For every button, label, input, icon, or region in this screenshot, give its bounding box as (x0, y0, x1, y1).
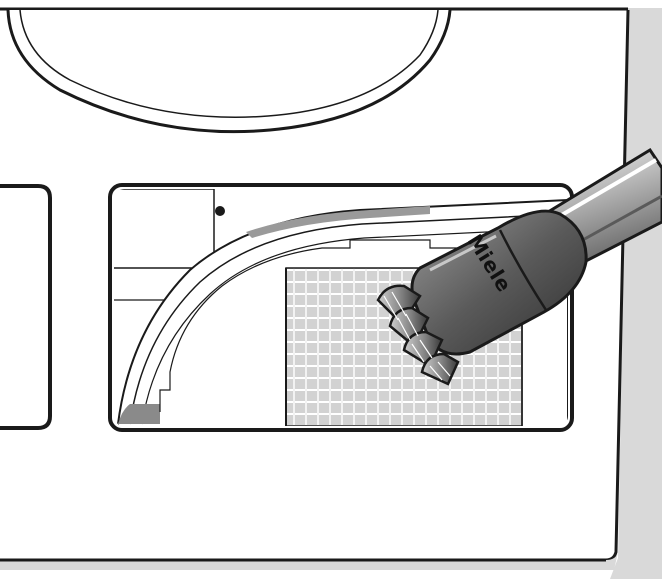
door-porthole-arc (6, 9, 452, 134)
nozzle-highlight (429, 234, 497, 272)
filter-inner-step (159, 239, 470, 412)
compartment-screw (215, 206, 225, 216)
filter-frame-top-shadow (246, 206, 430, 238)
side-panel-edge (605, 9, 630, 562)
filter-frame-inner-line-1 (129, 213, 568, 425)
left-slot-panel (0, 184, 52, 430)
brush-bristles (376, 284, 460, 386)
door-porthole-inner-arc (19, 9, 439, 118)
filter-frame-inner-line-2 (141, 227, 568, 425)
bristle-tuft-4 (420, 352, 460, 386)
filter-frame-shadow (118, 404, 160, 424)
nozzle-seam (498, 229, 548, 311)
hose-shade (571, 194, 662, 248)
hose-highlight (558, 158, 658, 218)
compartment-corner-block (114, 189, 215, 269)
brush-nozzle: Miele (410, 209, 588, 356)
bristle-strands (383, 291, 451, 381)
